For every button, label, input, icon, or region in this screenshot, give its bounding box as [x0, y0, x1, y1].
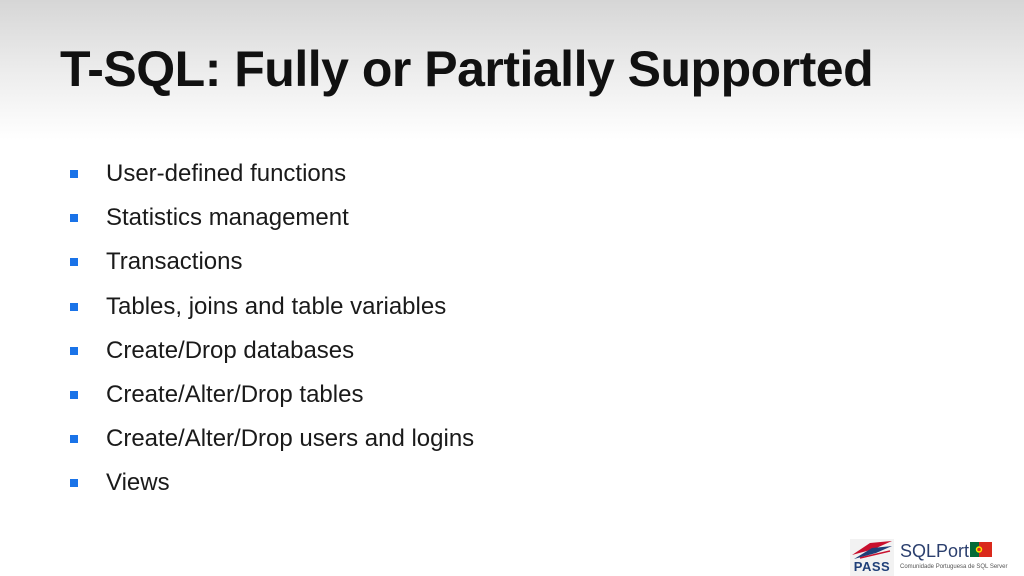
- square-bullet-icon: [70, 346, 78, 355]
- square-bullet-icon: [70, 435, 78, 444]
- bullet-text: User-defined functions: [106, 160, 347, 187]
- bullet-text: Statistics management: [106, 204, 349, 232]
- slide-title: T-SQL: Fully or Partially Supported: [60, 41, 874, 97]
- bullet-text: Views: [106, 469, 170, 497]
- square-bullet-icon: [70, 302, 78, 311]
- bullet-text: Create/Alter/Drop tables: [106, 380, 364, 408]
- pass-logo-icon: [850, 539, 894, 576]
- sqlport-logo: PASS SQLPort Comunidade Portuguesa de SQ…: [850, 539, 1024, 576]
- bullet-text: Create/Drop databases: [106, 336, 355, 364]
- bullet-text: Tables, joins and table variables: [106, 292, 447, 320]
- square-bullet-icon: [70, 258, 78, 267]
- bullet-text: Create/Alter/Drop users and logins: [106, 425, 475, 453]
- brand-tagline: Comunidade Portuguesa de SQL Server: [900, 564, 1008, 570]
- square-bullet-icon: [70, 479, 78, 488]
- portugal-flag-icon: [970, 542, 992, 557]
- pass-label: PASS: [853, 559, 891, 574]
- brand-name: SQLPort: [900, 541, 970, 561]
- square-bullet-icon: [70, 390, 78, 399]
- square-bullet-icon: [70, 170, 78, 178]
- square-bullet-icon: [70, 214, 78, 223]
- bullet-text: Transactions: [106, 248, 243, 276]
